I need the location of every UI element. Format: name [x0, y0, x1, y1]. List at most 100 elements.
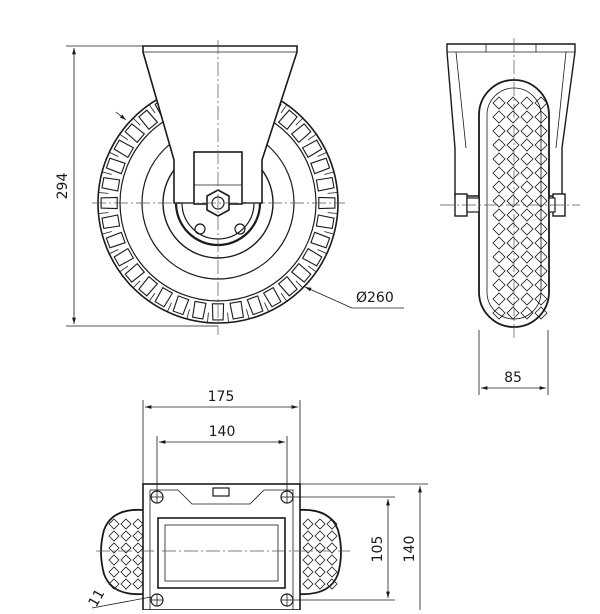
front-tread-diamond — [506, 208, 520, 222]
front-tread-diamond — [506, 222, 520, 236]
front-tread-diamond — [492, 194, 506, 208]
tread-block — [310, 231, 331, 249]
top-tread-diamond — [302, 554, 314, 566]
front-tread-diamond — [534, 278, 548, 292]
front-tread-diamond — [520, 250, 534, 264]
top-tread-diamond — [314, 530, 326, 542]
front-tread-diamond — [506, 138, 520, 152]
top-tread-diamond — [132, 554, 144, 566]
tread-groove — [227, 312, 229, 323]
tread-groove — [280, 104, 288, 114]
tread-groove — [132, 280, 141, 289]
top-tread-diamond — [326, 566, 338, 578]
front-tread-diamond — [492, 264, 506, 278]
front-tread-diamond — [492, 110, 506, 124]
top-view: 175 140 105 140 11 — [86, 389, 428, 611]
tread-block — [191, 300, 207, 320]
front-tread-diamond — [534, 306, 548, 320]
front-tread-diamond — [520, 306, 534, 320]
front-tread-diamond — [492, 306, 506, 320]
tread-groove — [327, 192, 338, 194]
top-tread-diamond — [108, 554, 120, 566]
tread-block — [290, 123, 312, 144]
front-tread-diamond — [520, 138, 534, 152]
front-tread-diamond — [534, 208, 548, 222]
tread-block — [277, 109, 298, 131]
top-tread-diamond — [108, 530, 120, 542]
tread-groove — [327, 212, 338, 214]
front-tread-diamond — [534, 236, 548, 250]
tread-groove — [119, 133, 129, 141]
top-tread-diamond — [302, 566, 314, 578]
top-tread-diamond — [132, 542, 144, 554]
front-tread-diamond — [534, 124, 548, 138]
front-tread-diamond — [492, 96, 506, 110]
front-view: 85 — [440, 38, 580, 395]
front-tread-diamond — [506, 194, 520, 208]
front-tread-diamond — [492, 166, 506, 180]
tread-groove — [207, 312, 209, 323]
top-tread-diamond — [108, 578, 120, 590]
top-tread-diamond — [302, 530, 314, 542]
tread-block — [138, 275, 159, 297]
front-tread-diamond — [520, 222, 534, 236]
tread-block — [301, 139, 323, 159]
top-tread-diamond — [326, 530, 338, 542]
front-tread-diamond — [520, 264, 534, 278]
tread-groove — [132, 117, 141, 126]
front-tread-diamond — [520, 208, 534, 222]
tread-block — [105, 231, 126, 249]
top-tread-diamond — [314, 518, 326, 530]
front-tread-diamond — [492, 138, 506, 152]
front-tread-diamond — [520, 96, 534, 110]
tread-groove — [307, 265, 317, 273]
top-tread-diamond — [120, 542, 132, 554]
tread-groove — [295, 280, 304, 289]
top-tread-diamond — [132, 530, 144, 542]
tread-groove — [280, 292, 288, 302]
tread-groove — [101, 231, 112, 235]
front-tread-diamond — [506, 180, 520, 194]
top-tread-diamond — [326, 542, 338, 554]
tread-block — [262, 286, 282, 308]
front-tread-diamond — [506, 124, 520, 138]
tread-block — [172, 295, 190, 316]
front-tread-diamond — [506, 96, 520, 110]
tread-groove — [119, 265, 129, 273]
front-tread-diamond — [534, 180, 548, 194]
front-tread-diamond — [534, 292, 548, 306]
front-tread-diamond — [506, 152, 520, 166]
tread-block — [246, 295, 264, 316]
tread-groove — [246, 309, 250, 320]
top-tread-diamond — [120, 578, 132, 590]
tread-block — [124, 123, 146, 144]
front-tread-diamond — [534, 166, 548, 180]
wheel-diameter-label: Ø260 — [356, 290, 394, 306]
front-tread-diamond — [520, 292, 534, 306]
front-tread-diamond — [492, 278, 506, 292]
width-dimension-label: 85 — [504, 370, 522, 386]
front-tread-diamond — [492, 152, 506, 166]
top-tread-diamond — [302, 518, 314, 530]
top-tread-diamond — [132, 578, 144, 590]
front-tread-diamond — [506, 264, 520, 278]
top-tread-diamond — [108, 542, 120, 554]
tread-block — [124, 262, 146, 283]
front-tread-diamond — [534, 110, 548, 124]
top-tread-diamond — [120, 530, 132, 542]
top-tread-diamond — [120, 566, 132, 578]
tread-groove — [186, 309, 190, 320]
hole-spacing-y-label: 105 — [370, 536, 386, 563]
front-tread-diamond — [492, 250, 506, 264]
front-tread-diamond — [534, 222, 548, 236]
tread-groove — [324, 231, 335, 235]
tread-block — [211, 303, 225, 321]
front-tread-diamond — [534, 96, 548, 110]
front-tread-diamond — [506, 110, 520, 124]
height-dimension-label: 294 — [55, 173, 71, 200]
tread-groove — [317, 151, 327, 157]
tread-groove — [148, 104, 156, 114]
hub-bolt-right — [234, 223, 246, 235]
